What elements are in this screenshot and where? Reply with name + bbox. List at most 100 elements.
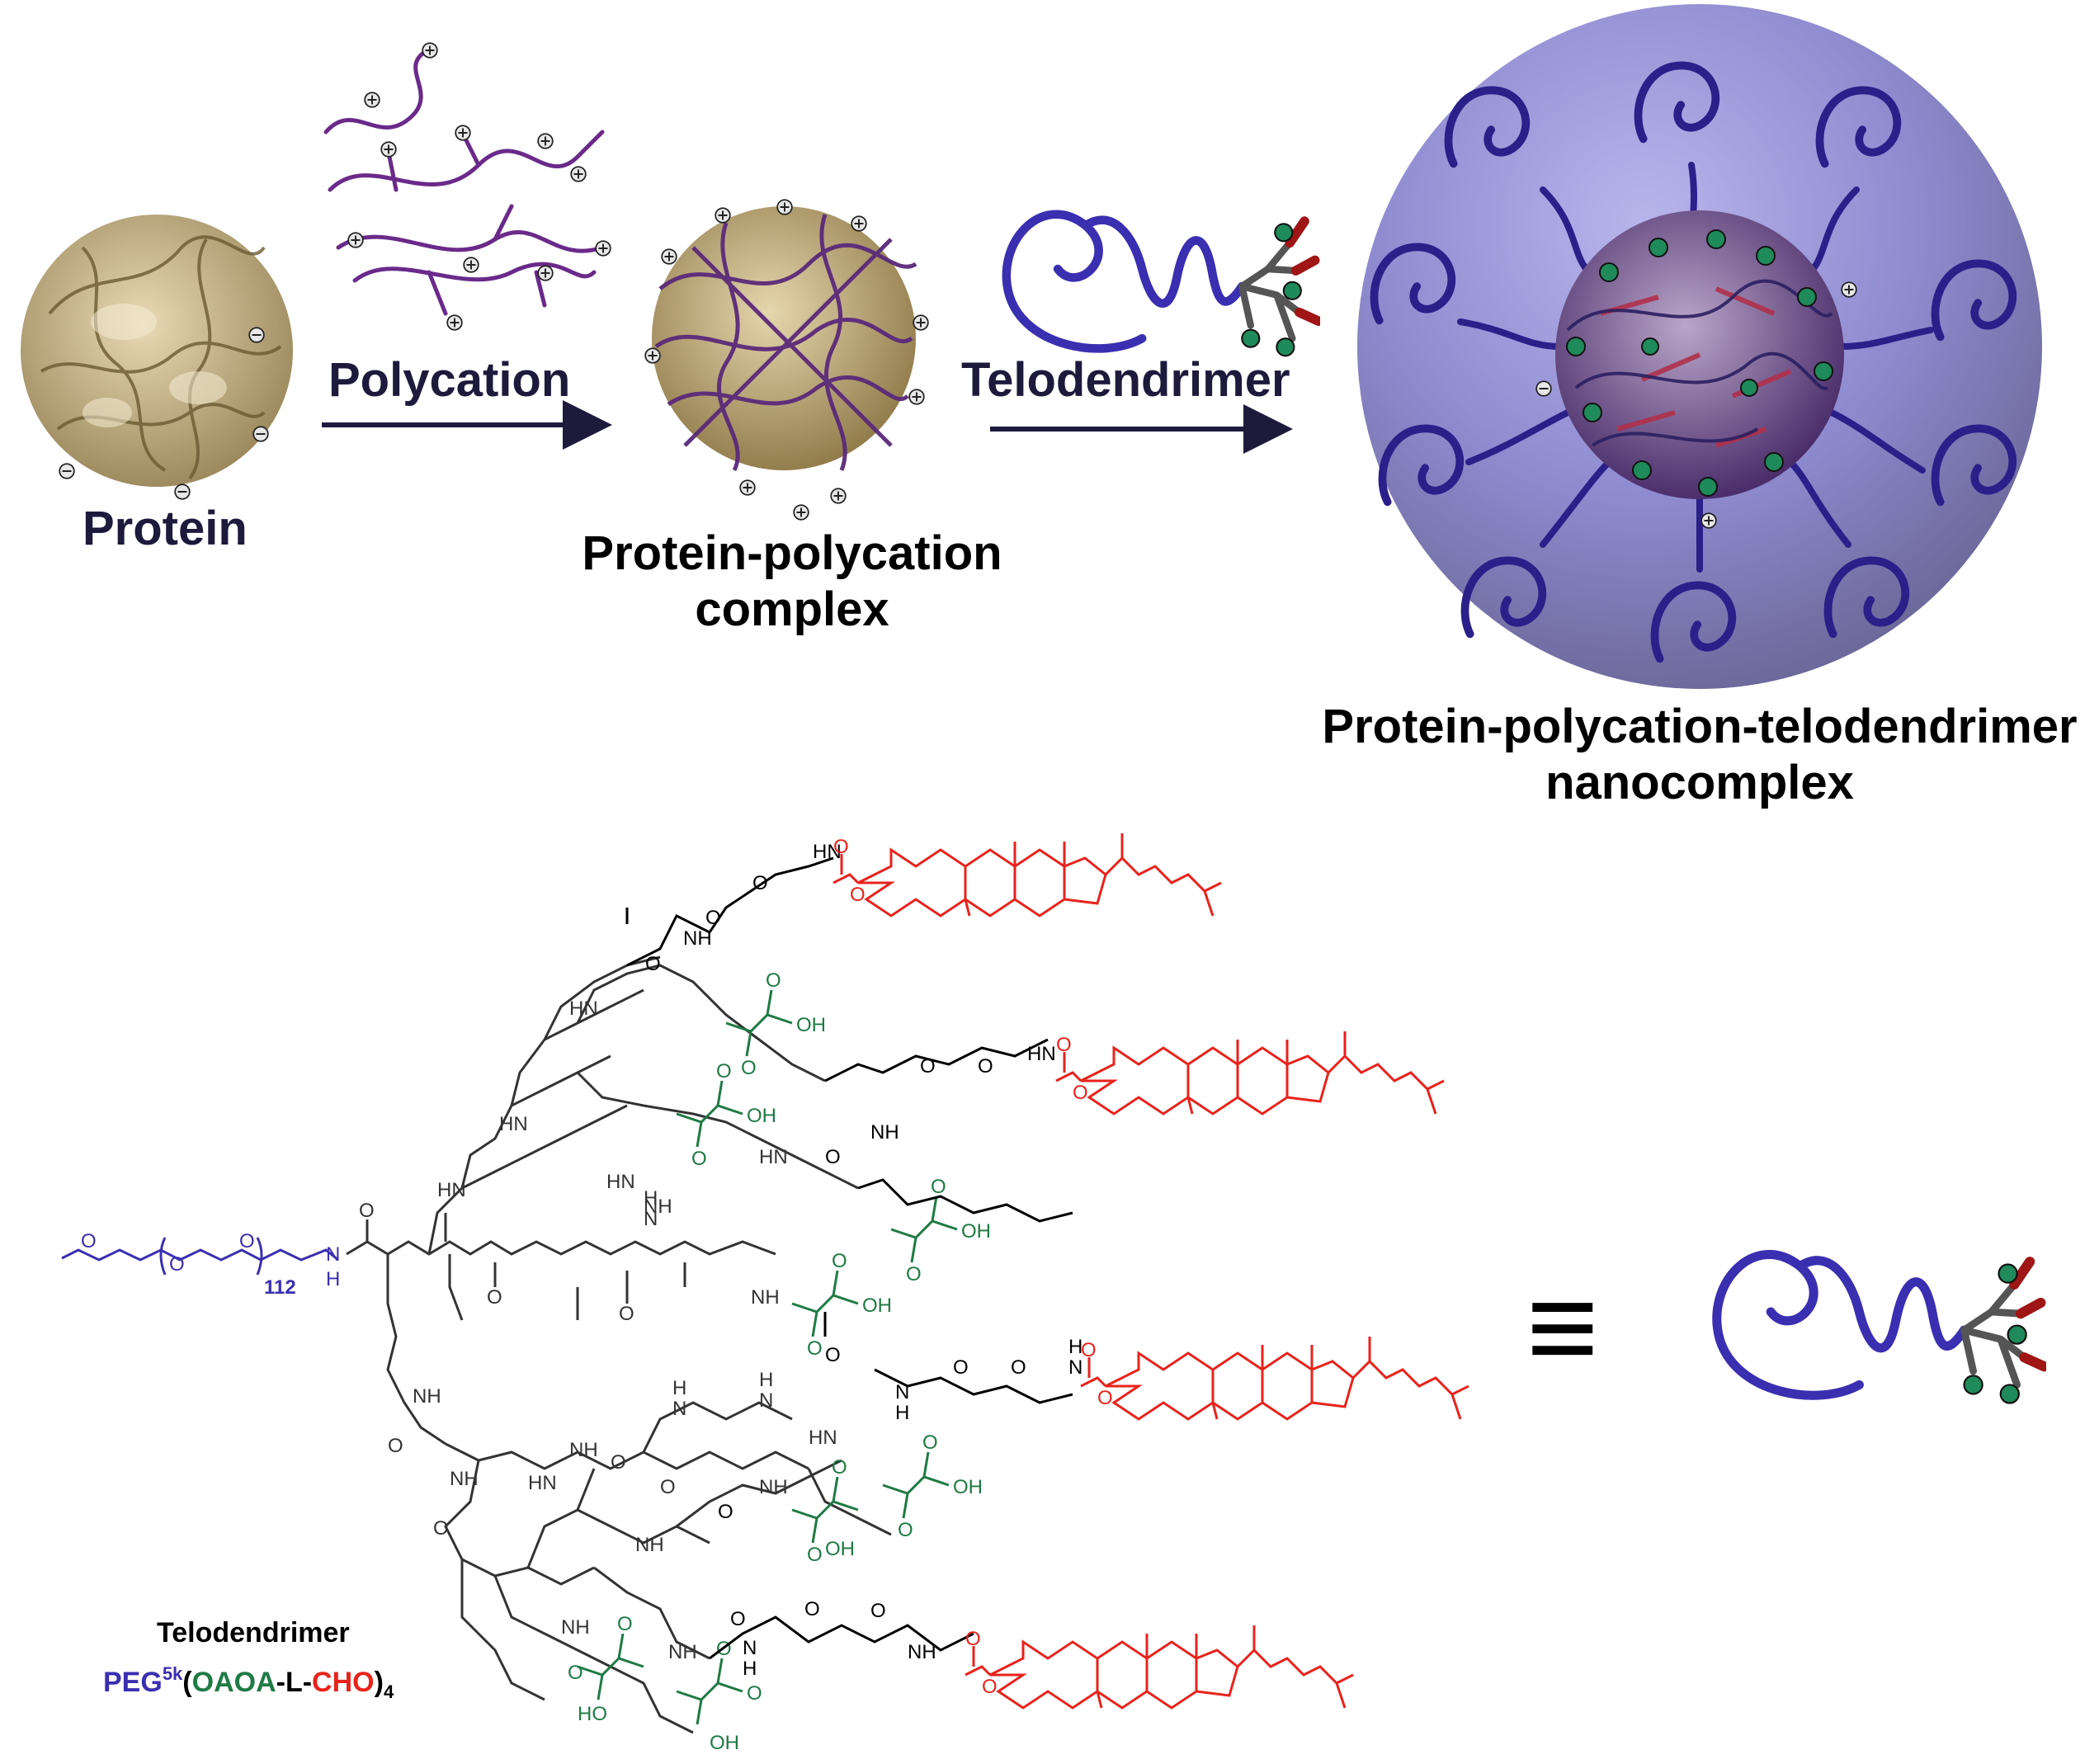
peg-chain: O O O 112 N H xyxy=(61,1230,340,1299)
oaoa-o-8a: O xyxy=(747,1682,762,1705)
lk-o-9: O xyxy=(1011,1356,1026,1379)
oaoa-oh-8: OH xyxy=(710,1732,739,1754)
caption-formula: PEG5k(OAOA-L-CHO)4 xyxy=(103,1663,394,1702)
bb-nh-9: NH xyxy=(668,1641,697,1663)
bb-n-3: N xyxy=(644,1208,658,1230)
nanocomplex-sphere xyxy=(1357,4,2042,689)
label-polycation: Polycation xyxy=(328,353,570,407)
lk-o-8: O xyxy=(953,1356,969,1379)
bb-nh-4: NH xyxy=(450,1468,479,1490)
formula-open: ( xyxy=(182,1667,192,1698)
bb-nh-2: NH xyxy=(413,1385,441,1408)
chol-2-o-b: O xyxy=(1073,1082,1088,1104)
peg-atom-n: N xyxy=(326,1243,340,1266)
oaoa-o-6b: O xyxy=(832,1456,847,1479)
oaoa-o-5b: O xyxy=(922,1431,938,1454)
label-complex-line2: complex xyxy=(695,582,889,636)
oaoa-o-3b: O xyxy=(931,1176,946,1198)
dendron-backbone xyxy=(346,955,892,1734)
bb-h-3: H xyxy=(644,1187,658,1210)
cholesterol-1: O O xyxy=(833,833,1222,917)
chol-3-o-a: O xyxy=(1081,1339,1097,1361)
telodendrimer-icon-top xyxy=(1007,215,1318,356)
cholesterol-2: O O xyxy=(1055,1031,1445,1115)
oaoa-o-2a: O xyxy=(691,1148,707,1170)
lk-hn-2: HN xyxy=(1027,1043,1056,1065)
oaoa-o-1a: O xyxy=(741,1057,757,1079)
polycation-illustration xyxy=(323,47,605,316)
chol-1-o-a: O xyxy=(833,836,849,858)
peg-atom-o1: O xyxy=(81,1230,97,1252)
formula-l: -L- xyxy=(276,1667,312,1698)
oaoa-o-7b: O xyxy=(617,1613,633,1635)
label-protein: Protein xyxy=(83,502,248,555)
oaoa-oh-5: OH xyxy=(953,1476,983,1498)
peg-atom-o2: O xyxy=(169,1253,185,1276)
oaoa-o-2b: O xyxy=(716,1060,732,1082)
lk-h-1: H xyxy=(895,1402,909,1424)
bb-h-1: H xyxy=(672,1377,686,1399)
label-nanocomplex-line1: Protein-polycation-telodendrimer xyxy=(1322,700,2077,753)
bb-n-2: N xyxy=(759,1389,773,1412)
bb-o-3: O xyxy=(619,1303,634,1325)
equiv-sign: ≡ xyxy=(1526,1257,1599,1396)
formula-peg: PEG xyxy=(103,1667,163,1698)
bb-o-2: O xyxy=(487,1286,502,1309)
bb-o-6: O xyxy=(660,1476,676,1498)
chol-4-o-a: O xyxy=(965,1628,981,1650)
peg-atom-h: H xyxy=(326,1268,340,1290)
lk-h-3: H xyxy=(743,1658,757,1680)
lk-o-5: O xyxy=(978,1055,993,1078)
bb-nh-5: NH xyxy=(635,1534,664,1556)
oaoa-oh-3: OH xyxy=(961,1220,991,1243)
formula-oaoa: OAOA xyxy=(192,1667,276,1698)
bb-hn-1: HN xyxy=(437,1179,466,1201)
lk-o-2: O xyxy=(752,872,768,894)
oaoa-o-4b: O xyxy=(832,1250,847,1272)
oaoa-oh-6: OH xyxy=(825,1538,855,1560)
polycation-charges xyxy=(347,42,611,331)
chol-4-o-b: O xyxy=(982,1676,998,1698)
cholesterol-3: O O xyxy=(1080,1337,1469,1421)
bb-h-2: H xyxy=(759,1369,773,1391)
formula-sub: 4 xyxy=(384,1681,394,1702)
peg-repeat-count: 112 xyxy=(264,1276,296,1299)
formula-peg-sup: 5k xyxy=(163,1663,183,1684)
bb-hn-3: HN xyxy=(569,998,598,1020)
lk-o-12: O xyxy=(870,1600,886,1622)
bb-nh-7: NH xyxy=(759,1476,788,1498)
bb-o-5: O xyxy=(433,1517,449,1540)
oaoa-o-4a: O xyxy=(807,1337,823,1360)
chol-1-o-b: O xyxy=(850,884,866,906)
bb-hn-6: HN xyxy=(606,1171,635,1193)
oaoa-oh-4: OH xyxy=(862,1295,892,1317)
lk-o-6: O xyxy=(825,1146,841,1168)
lk-hn-1: HN xyxy=(813,841,842,863)
bb-o-4: O xyxy=(388,1435,403,1457)
bb-o-7: O xyxy=(611,1451,626,1474)
lk-h-2: H xyxy=(1068,1336,1083,1358)
linker-chains xyxy=(625,856,1073,1660)
oaoa-groups xyxy=(577,989,958,1725)
bb-nh-3: NH xyxy=(569,1439,598,1461)
peg-atom-o3: O xyxy=(239,1230,255,1252)
oaoa-ho-7: HO xyxy=(578,1703,607,1725)
lk-o-1: O xyxy=(705,907,721,929)
lk-o-3: O xyxy=(645,953,661,975)
lk-o-4: O xyxy=(920,1055,936,1078)
bb-hn-2: HN xyxy=(499,1113,528,1135)
lk-n-2: N xyxy=(1068,1356,1083,1379)
bb-n-1: N xyxy=(672,1398,686,1420)
oaoa-o-5a: O xyxy=(898,1519,913,1541)
lk-nh-2: NH xyxy=(870,1121,899,1144)
chol-3-o-b: O xyxy=(1097,1387,1113,1409)
backbone-labels: O HN HN HN O NH O NH O NH NH HN O NH H N… xyxy=(359,998,837,1663)
label-telodendrimer-arrow: Telodendrimer xyxy=(961,353,1290,407)
complex-illustration xyxy=(644,199,929,521)
oaoa-oh-1: OH xyxy=(796,1014,826,1036)
lk-n-3: N xyxy=(743,1637,757,1659)
label-nanocomplex-line2: nanocomplex xyxy=(1545,756,1854,809)
bb-hn-5: HN xyxy=(759,1146,788,1168)
lk-n-1: N xyxy=(895,1381,909,1403)
